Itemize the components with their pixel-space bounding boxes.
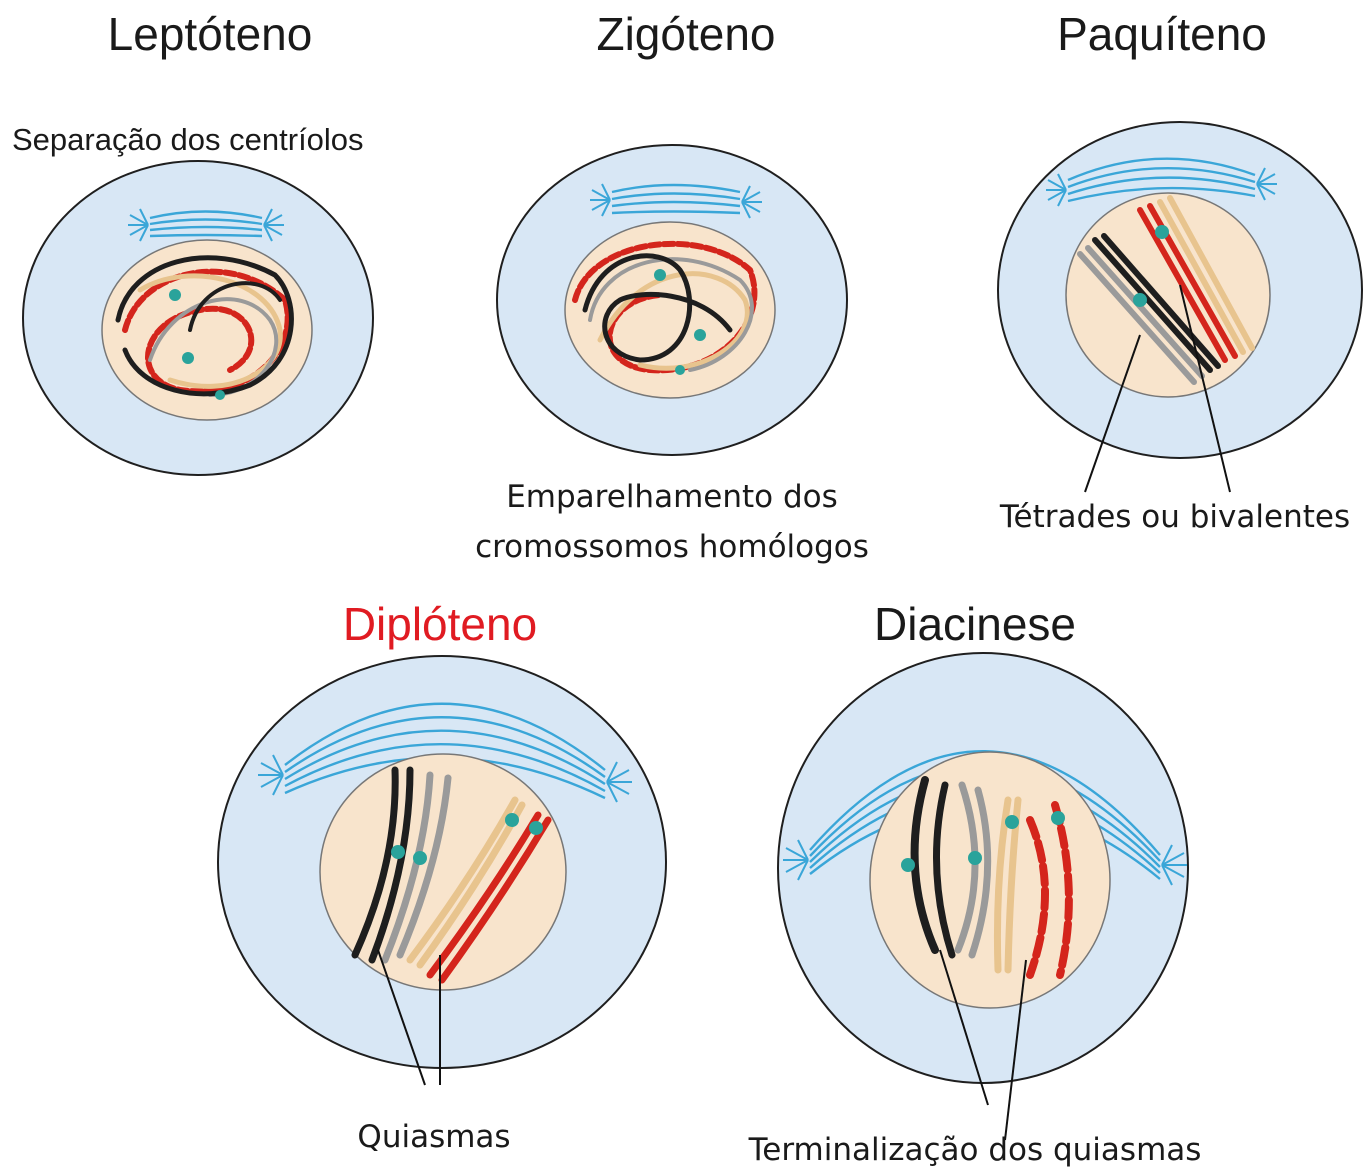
stage-title-zigoteno: Zigóteno — [596, 8, 775, 60]
label-tetrades-bivalentes: Tétrades ou bivalentes — [999, 499, 1350, 535]
stage-leptoteno: Leptóteno Separação dos centríolos — [12, 8, 373, 475]
label-emparelhamento-line1: Emparelhamento dos — [506, 479, 838, 515]
label-terminalizacao-quiasmas: Terminalização dos quiasmas — [748, 1132, 1202, 1168]
nucleus — [1066, 193, 1270, 397]
stage-paquiteno: Paquíteno — [998, 8, 1362, 535]
stage-diacinese: Diacinese — [748, 598, 1202, 1168]
label-emparelhamento-line2: cromossomos homólogos — [475, 529, 869, 565]
stage-diploteno: Diplóteno — [218, 598, 666, 1155]
label-separacao-centriolos: Separação dos centríolos — [12, 122, 364, 157]
stage-title-paquiteno: Paquíteno — [1057, 8, 1267, 60]
label-quiasmas: Quiasmas — [357, 1119, 510, 1155]
stage-title-diacinese: Diacinese — [874, 598, 1076, 650]
stage-title-leptoteno: Leptóteno — [108, 8, 313, 60]
stage-title-diploteno: Diplóteno — [343, 598, 537, 650]
stage-zigoteno: Zigóteno Emparelhamento dos cromossomos … — [475, 8, 869, 565]
